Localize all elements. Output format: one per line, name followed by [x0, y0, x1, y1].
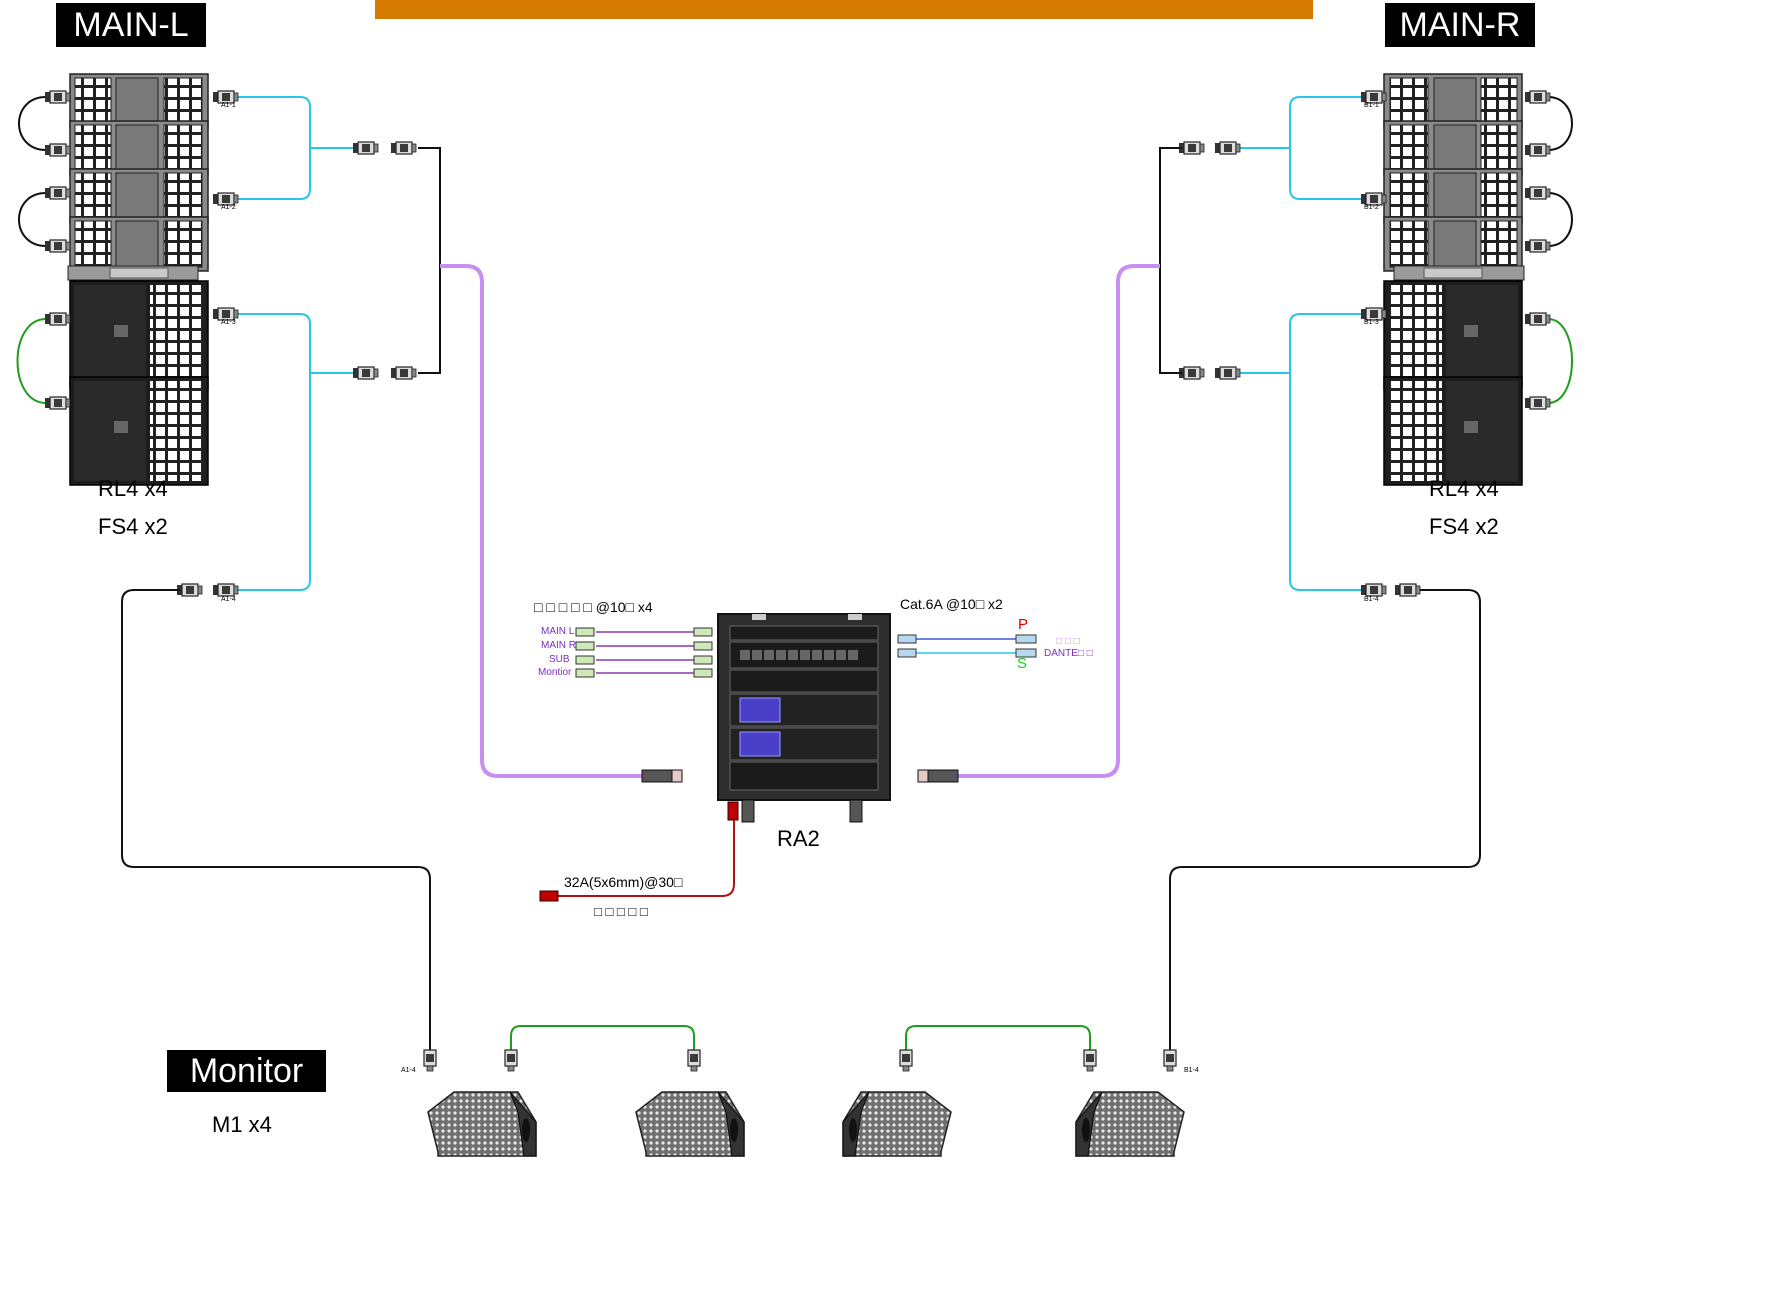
left-trunk-cable: [440, 264, 642, 778]
right-trunk-cable: [958, 264, 1160, 778]
analog-input-monitor: Montior: [538, 667, 572, 678]
analog-input-main-r: MAIN R: [541, 640, 576, 651]
net-p-label: P: [1018, 616, 1029, 633]
power-cable: [556, 820, 735, 897]
power-cable-spec: 32A(5x6mm)@30□: [564, 874, 683, 890]
monitor-wedges: [427, 1091, 1185, 1157]
power-plug: [539, 890, 559, 902]
port-b1-4: B1-4: [1364, 596, 1379, 603]
analog-input-sub: SUB: [549, 654, 570, 665]
right-fs4-count: FS4 x2: [1429, 514, 1499, 539]
port-a1-2: A1-2: [221, 204, 236, 211]
dante-label: DANTE□ □: [1044, 648, 1093, 659]
left-speaker-cables: [238, 96, 356, 591]
cat-cable-spec: Cat.6A @10□ x2: [900, 596, 1003, 612]
net-s-label: S: [1017, 655, 1028, 672]
left-rl4-count: RL4 x4: [98, 476, 168, 501]
monitor-count: M1 x4: [212, 1112, 272, 1137]
left-port-connectors: [176, 90, 417, 597]
right-speaker-array: [1383, 73, 1525, 486]
dante-label-top: □ □ □: [1056, 636, 1080, 647]
left-link-connectors: [44, 90, 71, 410]
left-speaker-array: [67, 73, 209, 486]
net-connectors: [897, 634, 1037, 658]
main-r-tag: MAIN-R: [1385, 3, 1535, 47]
main-l-tag: MAIN-L: [56, 3, 206, 47]
header-bar: [375, 0, 1313, 19]
right-black-cables: [1159, 147, 1481, 1050]
port-b1-3: B1-3: [1364, 319, 1379, 326]
rack-side-connectors: [641, 769, 959, 783]
monitor-port-b1-4: B1-4: [1184, 1067, 1199, 1074]
left-link-cables: [16, 96, 47, 404]
left-fs4-count: FS4 x2: [98, 514, 168, 539]
port-b1-2: B1-2: [1364, 204, 1379, 211]
analog-connectors: [575, 627, 713, 678]
analog-cable-spec: □ □ □ □ □ @10□ x4: [534, 599, 653, 615]
monitor-connectors: [423, 1049, 1177, 1072]
analog-cables: [596, 631, 694, 674]
right-link-cables: [1547, 96, 1573, 404]
left-black-cables: [121, 147, 441, 1050]
port-b1-1: B1-1: [1364, 102, 1379, 109]
port-a1-1: A1-1: [221, 102, 236, 109]
monitor-port-a1-4: A1-4: [401, 1067, 416, 1074]
ra2-rack: [717, 613, 891, 823]
right-speaker-cables: [1240, 96, 1362, 591]
right-rl4-count: RL4 x4: [1429, 476, 1499, 501]
port-a1-4: A1-4: [221, 596, 236, 603]
rack-name: RA2: [777, 826, 820, 851]
power-cable-note: □ □ □ □ □: [594, 904, 648, 919]
right-link-connectors: [1524, 90, 1551, 410]
port-a1-3: A1-3: [221, 319, 236, 326]
monitor-link-cables: [510, 1025, 1091, 1052]
monitor-tag: Monitor: [167, 1050, 326, 1092]
analog-input-main-l: MAIN L: [541, 626, 575, 637]
